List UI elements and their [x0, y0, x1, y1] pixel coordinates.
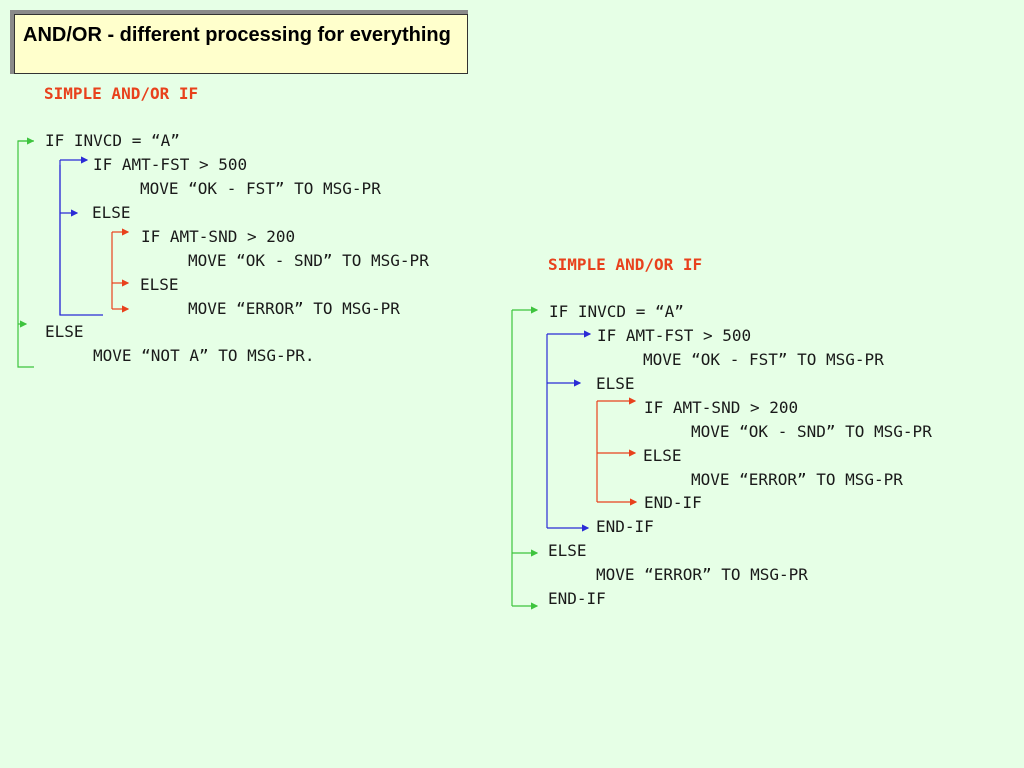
left-line-if-amt-snd: IF AMT-SND > 200	[141, 227, 296, 246]
right-inner-bracket	[596, 397, 638, 506]
right-line-move-ok-snd: MOVE “OK - SND” TO MSG-PR	[691, 422, 932, 441]
left-line-move-error: MOVE “ERROR” TO MSG-PR	[188, 299, 400, 318]
title-box: AND/OR - different processing for everyt…	[14, 14, 468, 74]
left-heading: SIMPLE AND/OR IF	[44, 84, 199, 103]
right-line-else-2: ELSE	[643, 446, 682, 465]
right-middle-bracket	[546, 330, 592, 532]
right-line-if-invcd: IF INVCD = “A”	[549, 302, 684, 321]
right-line-move-error-outer: MOVE “ERROR” TO MSG-PR	[596, 565, 808, 584]
right-heading: SIMPLE AND/OR IF	[548, 255, 703, 274]
left-line-move-ok-snd: MOVE “OK - SND” TO MSG-PR	[188, 251, 429, 270]
right-outer-bracket	[511, 306, 539, 610]
right-line-end-if-inner: END-IF	[644, 493, 702, 512]
right-line-else-1: ELSE	[596, 374, 635, 393]
right-line-if-amt-fst: IF AMT-FST > 500	[597, 326, 752, 345]
title-box-shadow: AND/OR - different processing for everyt…	[10, 10, 468, 74]
left-line-if-invcd: IF INVCD = “A”	[45, 131, 180, 150]
page-title: AND/OR - different processing for everyt…	[23, 24, 451, 46]
left-inner-bracket	[111, 228, 130, 313]
right-line-end-if-outer: END-IF	[548, 589, 606, 608]
right-line-move-ok-fst: MOVE “OK - FST” TO MSG-PR	[643, 350, 884, 369]
right-line-if-amt-snd: IF AMT-SND > 200	[644, 398, 799, 417]
left-line-else-3: ELSE	[45, 322, 84, 341]
left-line-if-amt-fst: IF AMT-FST > 500	[93, 155, 248, 174]
right-line-end-if-middle: END-IF	[596, 517, 654, 536]
left-outer-bracket	[17, 137, 35, 368]
right-line-move-error: MOVE “ERROR” TO MSG-PR	[691, 470, 903, 489]
left-line-else-2: ELSE	[140, 275, 179, 294]
right-line-else-outer: ELSE	[548, 541, 587, 560]
left-line-move-ok-fst: MOVE “OK - FST” TO MSG-PR	[140, 179, 381, 198]
left-middle-bracket	[59, 156, 103, 316]
left-line-move-not-a: MOVE “NOT A” TO MSG-PR.	[93, 346, 315, 365]
left-line-else-1: ELSE	[92, 203, 131, 222]
